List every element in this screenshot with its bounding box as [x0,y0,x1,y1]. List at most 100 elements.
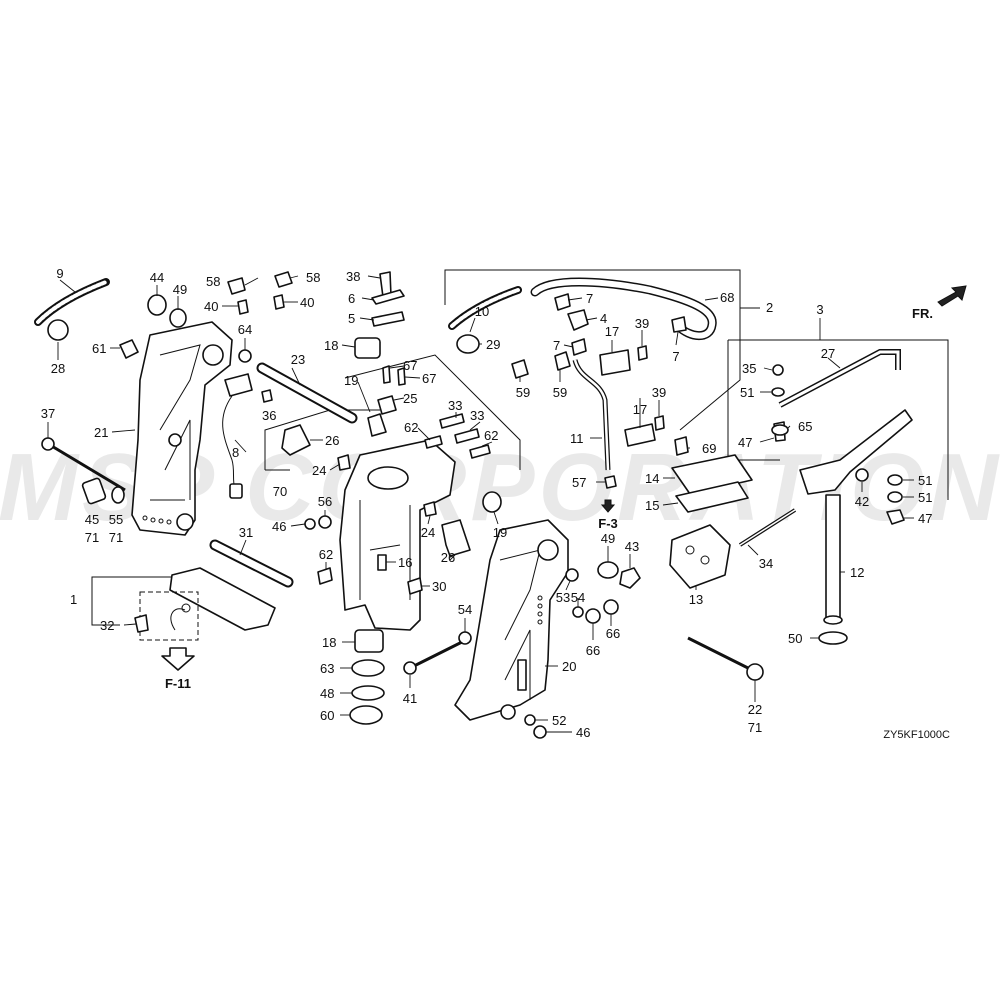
stern-bracket-left [131,321,233,536]
callout-63: 63 [320,661,334,676]
callout-35: 35 [742,361,756,376]
shaft-31-fill [211,541,292,586]
callout-32: 32 [100,618,114,633]
callout-60: 60 [320,708,334,723]
callout-52: 52 [552,713,566,728]
callout-62b: 62 [484,428,498,443]
grommet-59a [511,359,529,379]
callout-15: 15 [645,498,659,513]
ref-arrow-f3-icon [600,499,616,513]
washer-55 [111,486,125,504]
nut-66a [585,608,601,624]
spring-clip [170,608,186,631]
bracket-17a [599,349,631,376]
collar-18a [354,337,381,359]
hose-68-inner [532,279,716,339]
bracket-17b [624,423,656,447]
callout-49: 49 [173,282,187,297]
bolt-30 [407,577,423,595]
reference-f11: F-11 [165,676,191,691]
grommet-28 [47,319,69,341]
callout-33a: 33 [448,398,462,413]
connector-8 [229,483,243,499]
stern-bracket-left-boss [202,344,224,366]
washer-51a [771,387,785,397]
callout-18a: 18 [324,338,338,353]
group-bracket-19 [344,354,521,470]
callout-7c: 7 [672,349,679,364]
washer-50 [818,631,848,645]
valve-block-13 [669,524,731,589]
clip-ring [181,603,191,613]
callout-41: 41 [403,691,417,706]
callout-17a: 17 [605,324,619,339]
lever-arm [799,409,913,495]
diagram-code: ZY5KF1000C [883,729,950,741]
callout-17b: 17 [633,402,647,417]
clamp-7c [671,316,687,333]
tube-11-inner [573,359,610,471]
grommet-29 [456,334,480,354]
callout-58a: 58 [206,274,220,289]
swivel-case [339,439,456,631]
callout-10: 10 [475,304,489,319]
bolt-39a [637,345,648,361]
callout-62a: 62 [404,420,418,435]
group-bracket-3 [728,339,949,500]
callout-55: 55 [109,512,123,527]
reference-f3: F-3 [598,516,618,531]
bolt-41 [409,636,471,670]
callout-44: 44 [150,270,164,285]
nut-56 [318,515,332,529]
swivel-case-top-bore [367,466,409,490]
nut-47b [886,509,905,525]
callout-29: 29 [486,337,500,352]
swivel-case-slot [377,554,387,571]
callout-42: 42 [855,494,869,509]
bushing-45 [81,477,107,505]
callout-21: 21 [94,425,108,440]
washer-52 [524,714,536,726]
bolt-24b [423,501,437,517]
bracket-6 [371,289,405,305]
bolt-22-head [746,663,764,681]
steering-rod-27-fill [779,350,900,407]
hose-9-inner [36,280,108,324]
bolt-33a [439,413,465,429]
stern-bracket-right-bore [500,704,516,720]
stern-bracket-right [454,519,569,721]
group-bracket-2 [444,269,760,309]
callout-8: 8 [232,445,239,460]
callout-57: 57 [572,475,586,490]
callout-51b: 51 [918,473,932,488]
callout-33b: 33 [470,408,484,423]
front-arrow-icon [937,285,967,307]
bracket-5 [371,311,405,327]
group-bracket-2b [679,308,741,431]
stern-bracket-left-web [150,344,201,501]
fitting-19b [482,491,502,513]
group-bracket-1b [91,600,120,626]
washer-48 [351,685,385,701]
bolt-35 [772,364,784,376]
clip-26b [441,519,471,557]
hose-10-inner [450,288,520,328]
callout-64: 64 [238,322,252,337]
stern-bracket-right-slot [517,659,527,691]
bolt-36 [261,389,273,403]
callout-48: 48 [320,686,334,701]
nut-44 [147,294,167,316]
callout-26a: 26 [325,433,339,448]
callout-46a: 46 [272,519,286,534]
group-bracket-1 [91,576,181,600]
callout-62c: 62 [319,547,333,562]
callout-56: 56 [318,494,332,509]
bolt-62b [469,444,491,459]
callout-labels: 9 28 44 49 58 58 40 40 38 6 5 18 64 61 2… [41,266,933,740]
callout-30: 30 [432,579,446,594]
clamp-7b [571,338,587,356]
bolt-62c [317,567,333,585]
bolt-33b [454,428,480,444]
callout-71a: 71 [85,530,99,545]
callout-36: 36 [262,408,276,423]
